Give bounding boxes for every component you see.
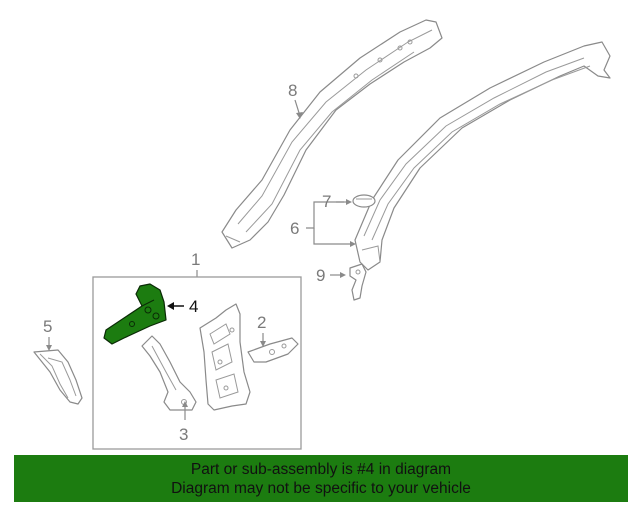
callout-1: 1 bbox=[191, 250, 200, 269]
part-3-pillar-trim[interactable] bbox=[141, 335, 197, 411]
arrow-6 bbox=[350, 241, 356, 247]
arrow-3 bbox=[182, 401, 188, 407]
banner-line-2: Diagram may not be specific to your vehi… bbox=[171, 480, 471, 497]
callout-7: 7 bbox=[322, 192, 331, 211]
part-5-rocker-end[interactable] bbox=[33, 349, 83, 405]
assembly-box-1 bbox=[92, 276, 302, 450]
arrow-8 bbox=[296, 112, 303, 119]
part-6-roof-rail[interactable] bbox=[354, 41, 611, 271]
arrow-5 bbox=[46, 345, 52, 351]
parts-diagram: 8 6 7 9 1 4 bbox=[33, 19, 611, 450]
arrow-2 bbox=[260, 341, 266, 347]
info-banner: Part or sub-assembly is #4 in diagram Di… bbox=[14, 455, 628, 502]
part-2-bracket[interactable] bbox=[247, 337, 299, 363]
arrow-4 bbox=[167, 302, 174, 310]
banner-line-1: Part or sub-assembly is #4 in diagram bbox=[190, 461, 452, 478]
part-9-bracket[interactable] bbox=[349, 263, 367, 301]
callout-8: 8 bbox=[288, 81, 297, 100]
part-4-reinforcement-highlighted[interactable] bbox=[103, 283, 167, 345]
callout-3: 3 bbox=[179, 425, 188, 444]
callout-6: 6 bbox=[290, 219, 299, 238]
part-1-pillar-inner[interactable] bbox=[199, 303, 251, 411]
leader-6-top bbox=[306, 201, 344, 229]
arrow-7 bbox=[346, 199, 352, 205]
part-8-a-pillar-rail[interactable] bbox=[221, 19, 443, 249]
callout-9: 9 bbox=[316, 266, 325, 285]
callout-4: 4 bbox=[189, 297, 198, 316]
callout-5: 5 bbox=[43, 317, 52, 336]
callout-2: 2 bbox=[257, 313, 266, 332]
arrow-9 bbox=[340, 272, 346, 278]
leader-6-bottom bbox=[313, 228, 352, 245]
part-7-clip[interactable] bbox=[352, 194, 376, 208]
